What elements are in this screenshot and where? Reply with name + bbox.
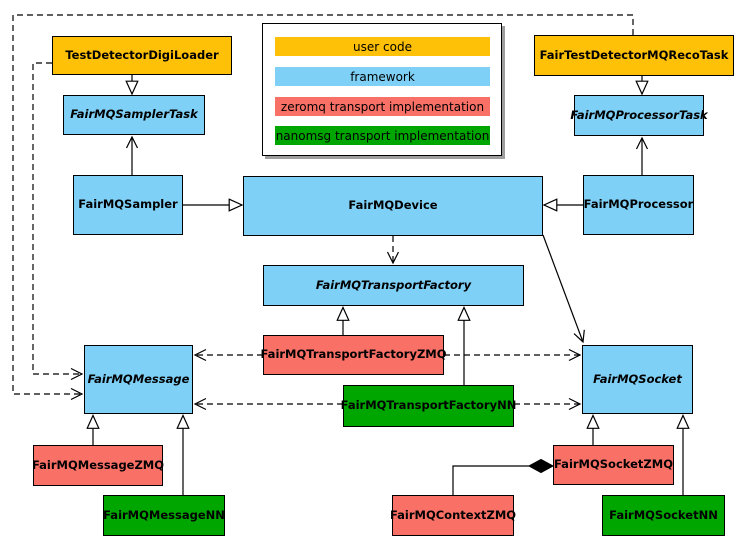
edge-contextzmq-to-socketzmq — [452, 465, 529, 495]
class-box-fairtestdetectormqrecotask: FairTestDetectorMQRecoTask — [534, 35, 734, 76]
class-box-fairmqmessagezmq: FairMQMessageZMQ — [32, 445, 164, 486]
legend-item-user-code: user code — [275, 37, 490, 56]
class-box-fairmqsocketnn: FairMQSocketNN — [602, 495, 725, 536]
class-box-fairmqmessagenn: FairMQMessageNN — [103, 495, 225, 536]
class-box-fairmqtransportfactoryzmq: FairMQTransportFactoryZMQ — [261, 335, 447, 375]
legend-item-nanomsg: nanomsg transport implementation — [275, 126, 490, 145]
class-box-fairmqprocessor: FairMQProcessor — [583, 175, 694, 235]
edge-device-to-socket — [542, 234, 585, 344]
class-box-fairmqprocessortask: FairMQProcessorTask — [570, 95, 708, 136]
class-box-fairmqsocket: FairMQSocket — [582, 345, 693, 414]
class-box-fairmqdevice: FairMQDevice — [243, 176, 543, 236]
class-box-fairmqsamplertask: FairMQSamplerTask — [63, 95, 205, 135]
composition-diamond — [527, 458, 555, 474]
legend-item-framework: framework — [275, 67, 490, 86]
edge-digiloader-to-message — [32, 62, 84, 381]
class-box-fairmqmessage: FairMQMessage — [84, 345, 193, 414]
class-box-fairmqsampler: FairMQSampler — [73, 175, 183, 235]
legend-item-zeromq: zeromq transport implementation — [275, 97, 490, 116]
legend: user code framework zeromq transport imp… — [262, 23, 502, 156]
class-box-fairmqtransportfactorynn: FairMQTransportFactoryNN — [341, 385, 516, 427]
edge-recotask-to-message — [12, 14, 634, 401]
class-box-fairmqsocketzmq: FairMQSocketZMQ — [553, 445, 674, 485]
class-box-fairmqtransportfactory: FairMQTransportFactory — [263, 265, 524, 306]
class-box-testdetectordigiloader: TestDetectorDigiLoader — [52, 36, 232, 75]
class-box-fairmqcontextzmq: FairMQContextZMQ — [390, 495, 516, 536]
